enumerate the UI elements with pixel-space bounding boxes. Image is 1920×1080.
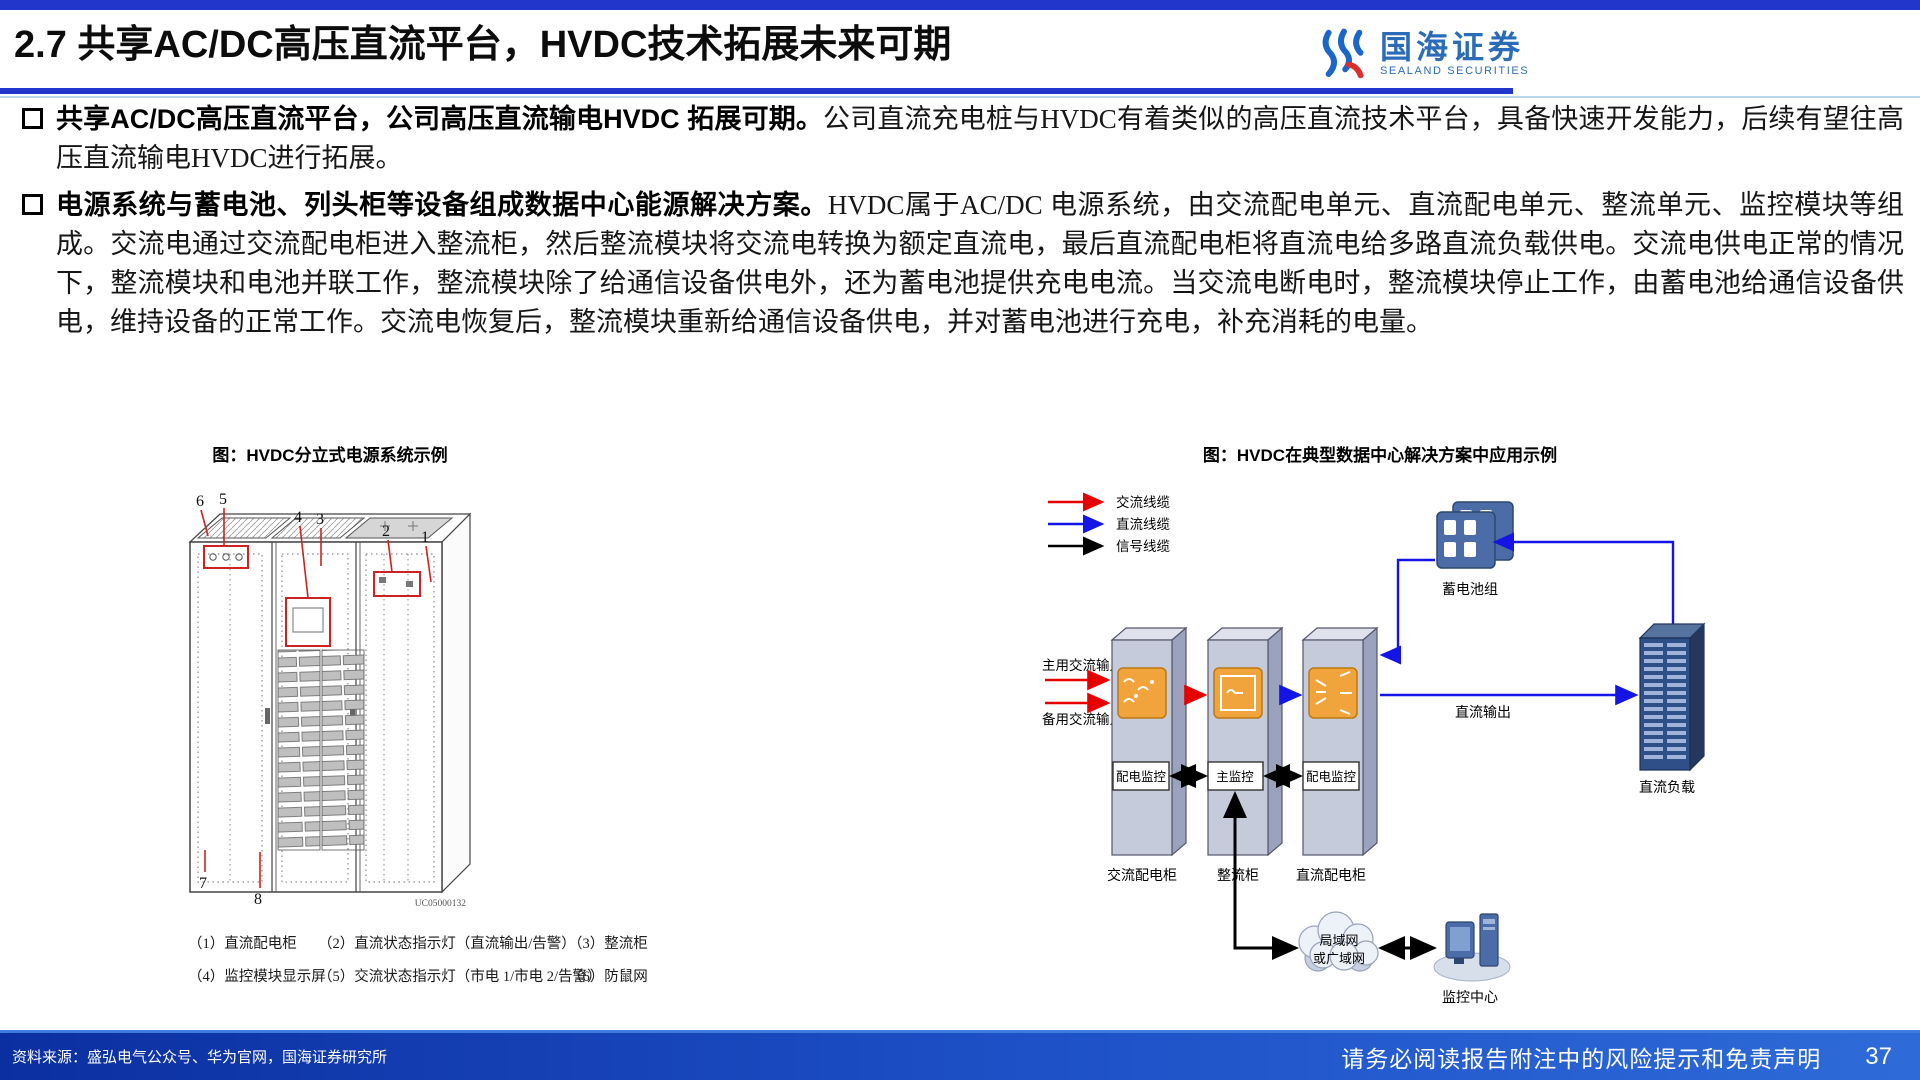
dc-module-icon (1308, 667, 1358, 719)
legend-dc-label: 直流线缆 (1116, 517, 1170, 532)
logo-stroke (1322, 29, 1337, 78)
mon2-label: 配电监控 (1306, 770, 1357, 784)
network-cloud-icon (1298, 911, 1379, 972)
door-rivets (365, 553, 435, 883)
callout-2: 2 (382, 523, 390, 540)
cab1-label: 交流配电柜 (1107, 867, 1177, 884)
battery-discharge-cable (1379, 558, 1435, 665)
cable-legend: 交流线缆 直流线缆 信号线缆 (1048, 492, 1170, 556)
brand-logo-icon (1322, 28, 1364, 79)
battery-label: 蓄电池组 (1442, 582, 1498, 598)
title-underline-light (0, 96, 1920, 98)
legend-item: （3）整流柜 (568, 936, 648, 952)
callout-numbers: 6 5 4 3 2 1 7 8 (196, 491, 429, 908)
callout-lines (200, 508, 432, 888)
cab3-label: 直流配电柜 (1296, 867, 1366, 884)
callout-6: 6 (196, 493, 204, 510)
legend-row: （4）监控模块显示屏 （5）交流状态指示灯（市电 1/市电 2/告警） （6）防… (188, 965, 748, 986)
legend-item: （4）监控模块显示屏 (188, 969, 326, 985)
door-rivets (197, 553, 263, 883)
title-underline (0, 88, 1513, 94)
ac-indicator-box (203, 545, 249, 569)
left-figure-caption: 图：HVDC分立式电源系统示例 (212, 446, 448, 465)
monitoring-center-label: 监控中心 (1442, 990, 1498, 1006)
dc-output-label: 直流输出 (1455, 704, 1511, 721)
bullet-2-lead: 电源系统与蓄电池、列头柜等设备组成数据中心能源解决方案。 (56, 190, 828, 220)
main-mon-box (1207, 761, 1264, 791)
battery-group-icon (1436, 501, 1514, 569)
dc-indicator-box (373, 571, 421, 597)
bullet-1-lead: 共享AC/DC高压直流平台，公司高压直流输电HVDC 拓展可期。 (56, 104, 824, 134)
footer-bar: 资料来源：盛弘电气公众号、华为官网，国海证券研究所 请务必阅读报告附注中的风险提… (0, 1030, 1920, 1080)
callout-8: 8 (254, 891, 262, 908)
dc-load-label: 直流负载 (1639, 779, 1695, 796)
door-handle (265, 708, 270, 724)
ac-distribution-cabinet (1110, 626, 1188, 857)
bullet-square-icon (22, 194, 43, 215)
legend-item: （2）直流状态指示灯（直流输出/告警） (318, 936, 576, 952)
brand-name: 国海证券 (1380, 29, 1525, 65)
legend-row: （1）直流配电柜 （2）直流状态指示灯（直流输出/告警） （3）整流柜 (188, 932, 748, 953)
breaker-stack (277, 649, 365, 851)
monitoring-center-icon (1433, 913, 1511, 982)
main-ac-input-label: 主用交流输入 (1042, 657, 1123, 673)
brand-subtitle: SEALAND SECURITIES (1380, 65, 1530, 77)
cloud-label-line2: 或广域网 (1313, 951, 1365, 966)
top-panel (344, 517, 454, 539)
mon1-label: 配电监控 (1116, 770, 1167, 784)
legend-item: （6）防鼠网 (568, 969, 648, 985)
monitoring-signal-line (1223, 791, 1299, 960)
cab2-label: 整流柜 (1217, 868, 1259, 884)
bullet-2-body: HVDC属于AC/DC 电源系统，由交流配电单元、直流配电单元、整流单元、监控模… (56, 190, 1904, 337)
dc-load-rack-icon (1638, 622, 1706, 772)
disclaimer-text: 请务必阅读报告附注中的风险提示和免责声明 (1341, 1045, 1822, 1072)
legend-signal-label: 信号线缆 (1116, 539, 1170, 554)
battery-charge-cable (1492, 532, 1675, 626)
callout-1: 1 (421, 529, 429, 546)
bullet-square-icon (22, 108, 43, 129)
source-note: 资料来源：盛弘电气公众号、华为官网，国海证券研究所 (12, 1049, 388, 1066)
callout-7: 7 (199, 875, 207, 892)
cabinet-body (188, 512, 472, 894)
callout-4: 4 (294, 509, 302, 526)
image-code: UC05000132 (415, 899, 466, 909)
dc-distribution-cabinet (1301, 626, 1379, 857)
ac-module-icon (1117, 667, 1167, 719)
top-vent (196, 517, 292, 539)
right-figure-caption: 图：HVDC在典型数据中心解决方案中应用示例 (1202, 446, 1558, 465)
bullet-item-2: 电源系统与蓄电池、列头柜等设备组成数据中心能源解决方案。HVDC属于AC/DC … (0, 186, 1920, 342)
brand-logo: 国海证券 SEALAND SECURITIES (1318, 28, 1529, 80)
left-figure-cabinet-diagram: 6 5 4 3 2 1 7 8 UC05000132 (188, 491, 472, 909)
bullet-1-body: 公司直流充电桩与HVDC有着类似的高压直流技术平台，具备快速开发能力，后续有望往… (56, 104, 1904, 173)
left-figure-legend: （1）直流配电柜 （2）直流状态指示灯（直流输出/告警） （3）整流柜 （4）监… (188, 932, 748, 998)
body-text: 共享AC/DC高压直流平台，公司高压直流输电HVDC 拓展可期。公司直流充电桩与… (0, 100, 1920, 342)
callout-3: 3 (316, 511, 324, 528)
logo-stroke-red (1345, 61, 1364, 79)
main-mon-label: 主监控 (1216, 770, 1254, 784)
top-vent (270, 517, 366, 539)
cloud-label-line1: 局域网 (1319, 933, 1358, 948)
backup-ac-input-label: 备用交流输入 (1042, 711, 1123, 727)
top-accent-bar (0, 0, 1920, 10)
legend-item: （1）直流配电柜 (188, 936, 297, 952)
page-title: 2.7 共享AC/DC高压直流平台，HVDC技术拓展未来可期 (14, 24, 952, 66)
bullet-item-1: 共享AC/DC高压直流平台，公司高压直流输电HVDC 拓展可期。公司直流充电桩与… (0, 100, 1920, 178)
logo-stroke (1353, 29, 1364, 56)
legend-ac-label: 交流线缆 (1116, 494, 1170, 510)
legend-item: （5）交流状态指示灯（市电 1/市电 2/告警） (318, 969, 602, 985)
right-figure-solution-diagram: 交流线缆 直流线缆 信号线缆 蓄电池组 主用交流输入 备用交流输入 (1042, 492, 1706, 1006)
callout-5: 5 (219, 491, 227, 508)
rectifier-cabinet (1206, 626, 1284, 857)
page-number: 37 (1865, 1042, 1892, 1070)
mon2-box (1302, 761, 1360, 791)
